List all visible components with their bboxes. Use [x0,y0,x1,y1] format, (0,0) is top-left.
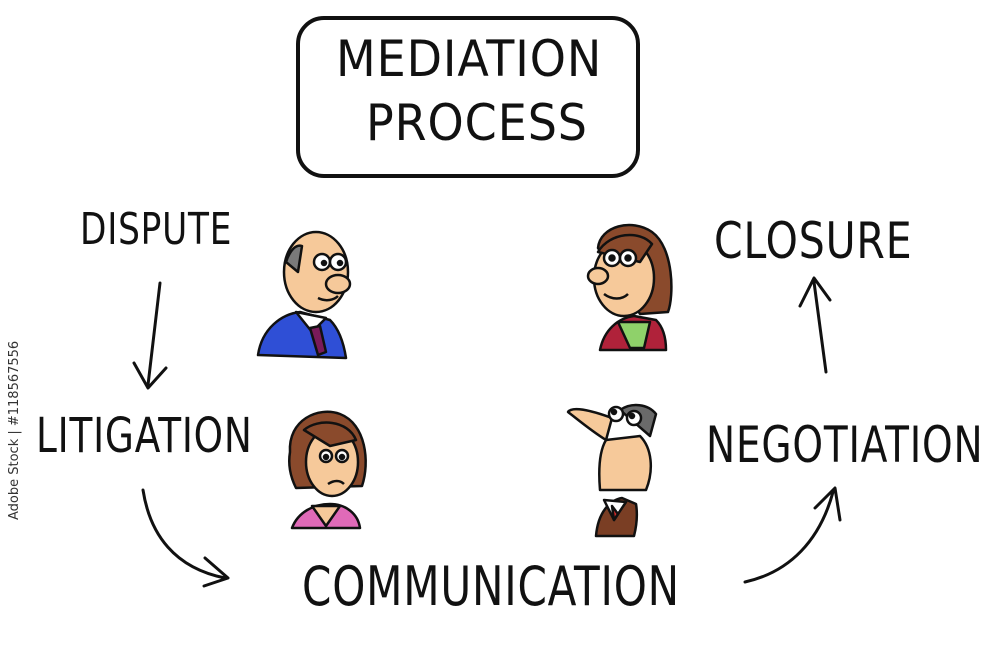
woman-green-shirt-icon [586,223,673,352]
bald-man-brown-suit-icon [566,403,658,538]
title-box [296,16,640,178]
arrow-negotiation-to-closure [798,276,832,374]
step-closure: CLOSURE [714,212,913,270]
arrow-dispute-to-litigation [132,281,168,390]
bald-man-blue-suit-icon [256,230,352,360]
woman-brown-hair-icon [288,410,367,530]
arrow-communication-to-negotiation [743,486,842,584]
stock-watermark-label: Adobe Stock | #118567556 [7,340,22,520]
title-line-1: MEDIATION [336,30,603,88]
step-negotiation: NEGOTIATION [706,416,984,474]
step-litigation: LITIGATION [36,408,253,464]
title-line-2: PROCESS [366,94,588,152]
step-dispute: DISPUTE [80,204,233,255]
arrow-litigation-to-communication [141,488,230,588]
step-communication: COMMUNICATION [302,555,680,618]
